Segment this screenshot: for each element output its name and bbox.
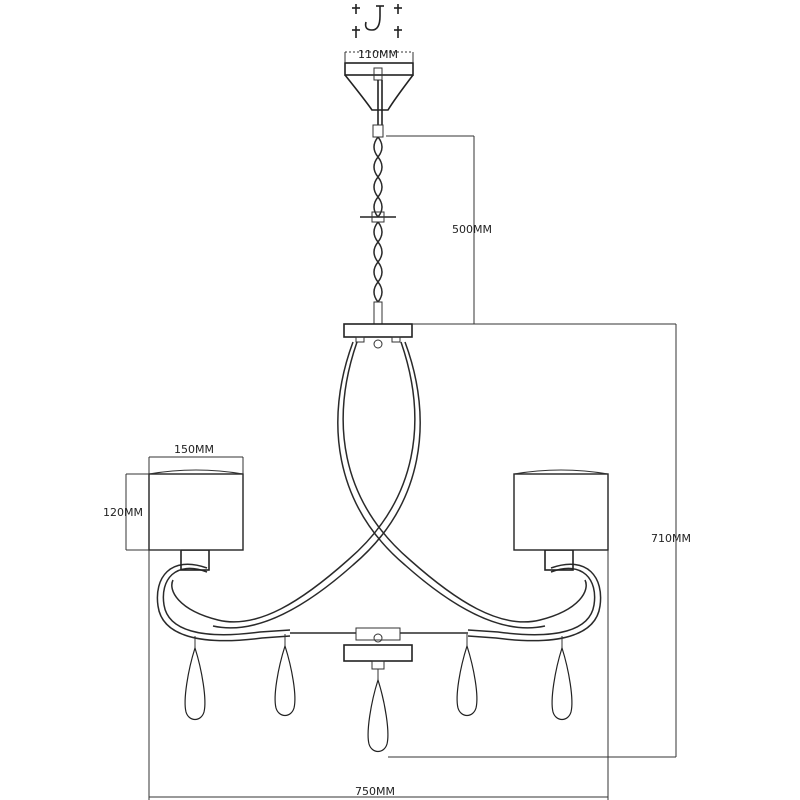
shade-height-label: 120MM bbox=[103, 506, 143, 519]
screw-icon bbox=[394, 26, 402, 38]
crystal-drop bbox=[184, 636, 206, 721]
chain-length-label: 500MM bbox=[452, 223, 492, 236]
shade-width-label: 150MM bbox=[174, 443, 214, 456]
lampshade-right bbox=[513, 469, 609, 551]
crystal-drops bbox=[184, 634, 573, 753]
screw-icon bbox=[352, 4, 360, 14]
total-height-label: 710MM bbox=[651, 532, 691, 545]
crystal-drop bbox=[551, 636, 573, 721]
canopy-width-label: 110MM bbox=[358, 48, 398, 61]
lampshade-left bbox=[148, 469, 244, 551]
hook-icon bbox=[364, 6, 381, 31]
total-width-label: 750MM bbox=[355, 785, 395, 798]
crystal-drop bbox=[274, 634, 296, 717]
screw-icon bbox=[352, 26, 360, 38]
crystal-drop bbox=[367, 669, 389, 753]
lamp-holder-right bbox=[544, 549, 574, 571]
crystal-drop bbox=[456, 634, 478, 717]
mounting-hardware bbox=[352, 4, 402, 38]
chain bbox=[360, 124, 396, 325]
arms bbox=[156, 341, 602, 642]
dimension-lines bbox=[125, 52, 677, 800]
canopy bbox=[344, 51, 414, 125]
center-hub bbox=[343, 323, 413, 349]
screw-icon bbox=[394, 4, 402, 14]
lower-hub bbox=[343, 627, 413, 670]
